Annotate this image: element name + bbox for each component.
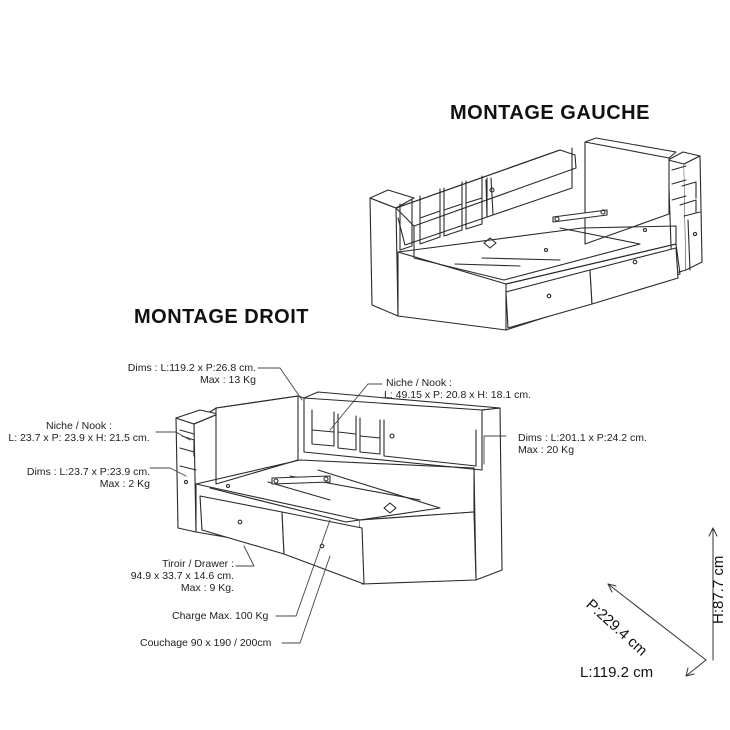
callout-nook-right-dims: L: 49.15 x P: 20.8 x H: 18.1 cm. bbox=[384, 389, 532, 401]
callout-headboard-dims: Dims : L:119.2 x P:26.8 cm. bbox=[127, 362, 256, 374]
callout-shelf-left: Dims : L:23.7 x P:23.9 cm. Max : 2 Kg bbox=[2, 466, 150, 490]
callout-drawer-max: Max : 9 Kg. bbox=[180, 582, 234, 594]
callout-sleeping: Couchage 90 x 190 / 200cm bbox=[140, 637, 272, 649]
callout-load: Charge Max. 100 Kg bbox=[172, 610, 269, 622]
callout-nook-left: Niche / Nook : L: 23.7 x P: 23.9 x H: 21… bbox=[2, 420, 156, 444]
dimension-axes bbox=[608, 528, 717, 676]
callout-shelf-left-dims: Dims : L:23.7 x P:23.9 cm. bbox=[26, 466, 150, 478]
callout-drawer-dims: 94.9 x 33.7 x 14.6 cm. bbox=[130, 570, 234, 582]
title-montage-droit: MONTAGE DROIT bbox=[134, 306, 310, 328]
title-montage-gauche: MONTAGE GAUCHE bbox=[450, 102, 650, 124]
callout-headboard: Dims : L:119.2 x P:26.8 cm. Max : 13 Kg bbox=[84, 362, 256, 386]
dimension-length: L:119.2 cm bbox=[580, 664, 654, 681]
callout-shelf-left-max: Max : 2 Kg bbox=[99, 478, 150, 490]
bed-right-assembly bbox=[176, 392, 502, 584]
callout-shelf-right-dims: Dims : L:201.1 x P:24.2 cm. bbox=[518, 432, 647, 444]
callout-shelf-right: Dims : L:201.1 x P:24.2 cm. Max : 20 Kg bbox=[518, 432, 647, 456]
callout-nook-right-title: Niche / Nook : bbox=[386, 377, 452, 389]
callout-drawer: Tiroir / Drawer : 94.9 x 33.7 x 14.6 cm.… bbox=[60, 558, 234, 594]
callout-leader-lines bbox=[150, 368, 506, 643]
dimension-height: H:87.7 cm bbox=[710, 555, 727, 624]
callout-drawer-title: Tiroir / Drawer : bbox=[162, 558, 234, 570]
bed-left-assembly bbox=[370, 138, 702, 330]
callout-nook-left-title: Niche / Nook : bbox=[46, 420, 112, 432]
callout-nook-left-dims: L: 23.7 x P: 23.9 x H: 21.5 cm. bbox=[8, 432, 150, 444]
callout-shelf-right-max: Max : 20 Kg bbox=[518, 444, 575, 456]
callout-nook-right: Niche / Nook : L: 49.15 x P: 20.8 x H: 1… bbox=[384, 377, 531, 401]
callout-headboard-max: Max : 13 Kg bbox=[199, 374, 256, 386]
